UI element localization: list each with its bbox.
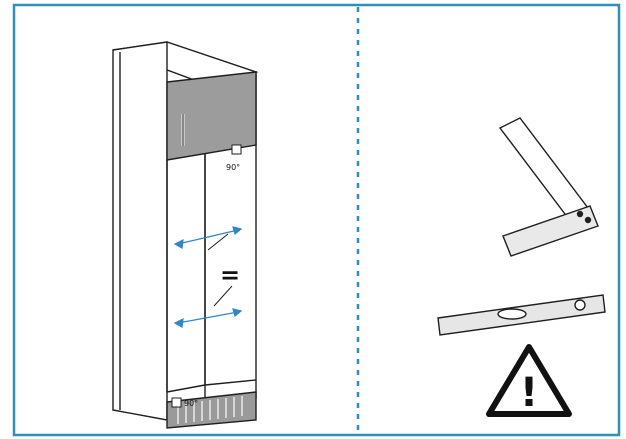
warning-exclamation: !: [520, 370, 538, 416]
angle-marker-top: 90°: [226, 144, 242, 172]
diagonal-guides: [207, 233, 233, 307]
warning-triangle-icon: !: [486, 344, 572, 417]
lower-arrow-right: [232, 308, 243, 318]
tall-cabinet-illustration: [112, 41, 259, 429]
lower-measure-line: [177, 311, 239, 324]
upper-door: [166, 71, 257, 161]
square-handle: [502, 205, 599, 257]
angle-marker-bottom: 90°: [171, 397, 198, 408]
diagonal-measure: [173, 226, 243, 328]
upper-arrow-right: [232, 226, 243, 236]
outer-frame: [12, 3, 621, 437]
cabinet-side-panel: [112, 41, 168, 421]
lower-arrow-left: [173, 317, 184, 328]
plinth-vents: [177, 396, 243, 424]
equal-symbol: =: [220, 261, 240, 289]
square-rivet-1: [576, 210, 584, 218]
carpenter-square-icon: [498, 117, 599, 257]
spirit-level-icon: [437, 294, 606, 336]
level-bubble-vial: [497, 308, 527, 320]
upper-arrow-left: [173, 238, 184, 249]
warning-triangle: [486, 344, 572, 417]
interior-floor-right: [204, 379, 257, 386]
angle-label-top: 90°: [226, 163, 240, 172]
upper-measure-line: [177, 229, 239, 245]
square-rivet-2: [584, 216, 592, 224]
level-end-vial: [574, 299, 586, 311]
interior-floor-line: [166, 384, 206, 393]
angle-label-bottom: 90°: [184, 399, 198, 408]
